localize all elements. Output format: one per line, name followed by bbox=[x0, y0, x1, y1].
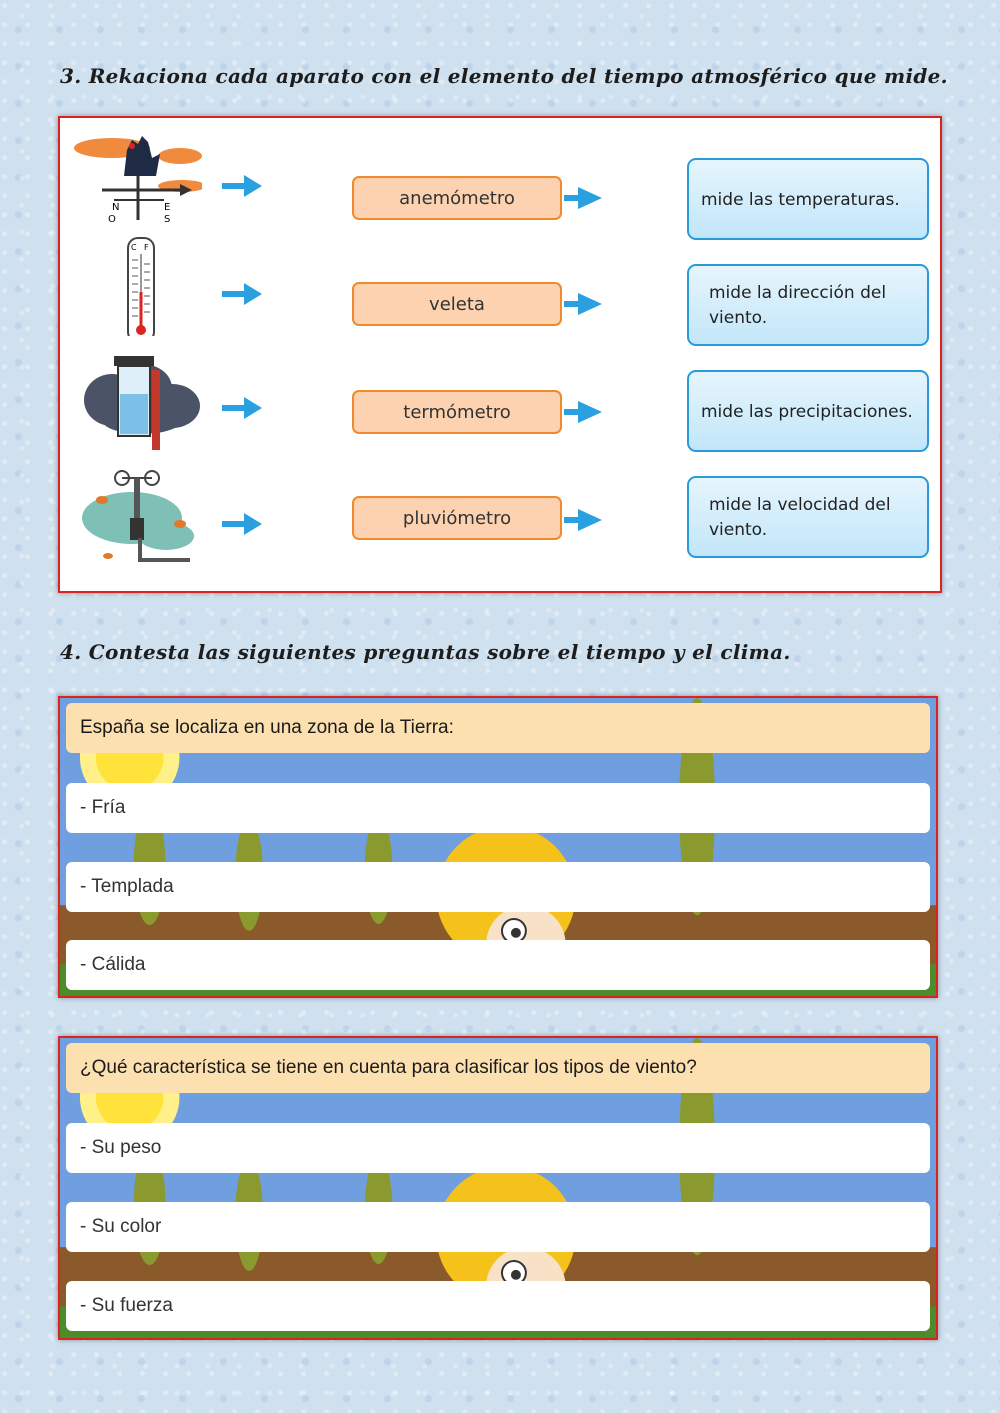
answer-option-su-color[interactable]: - Su color bbox=[66, 1202, 930, 1252]
quiz-question: ¿Qué característica se tiene en cuenta p… bbox=[66, 1043, 930, 1093]
arrow-icon bbox=[564, 401, 602, 423]
arrow-icon bbox=[564, 293, 602, 315]
quiz-question: España se localiza en una zona de la Tie… bbox=[66, 703, 930, 753]
arrow-icon bbox=[222, 397, 262, 419]
arrow-icon bbox=[222, 283, 262, 305]
arrow-icon bbox=[222, 175, 262, 197]
arrow-icon bbox=[564, 187, 602, 209]
device-card-pluviometro[interactable]: pluviómetro bbox=[352, 496, 562, 540]
matching-row: termómetro mide las precipitaciones. bbox=[60, 350, 940, 452]
rain-gauge-icon bbox=[84, 356, 200, 450]
exercise-4-heading: 4. Contesta las siguientes preguntas sob… bbox=[60, 640, 791, 664]
matching-row: N O E S anemómetro mide las temperaturas… bbox=[60, 128, 940, 240]
meaning-card-wind-speed[interactable]: mide la velocidad del viento. bbox=[687, 476, 929, 558]
celsius-label: C bbox=[131, 243, 137, 252]
arrow-icon bbox=[564, 509, 602, 531]
compass-south: S bbox=[164, 214, 170, 225]
matching-row: pluviómetro mide la velocidad del viento… bbox=[60, 466, 940, 566]
meaning-card-temperatures[interactable]: mide las temperaturas. bbox=[687, 158, 929, 240]
meaning-card-wind-direction[interactable]: mide la dirección del viento. bbox=[687, 264, 929, 346]
arrow-icon bbox=[222, 513, 262, 535]
fahrenheit-label: F bbox=[144, 243, 149, 252]
answer-option-su-fuerza[interactable]: - Su fuerza bbox=[66, 1281, 930, 1331]
compass-west: O bbox=[108, 214, 116, 225]
matching-row: C F veleta mide la dirección del viento. bbox=[60, 236, 940, 346]
meaning-card-precipitation[interactable]: mide las precipitaciones. bbox=[687, 370, 929, 452]
thermometer-icon: C F bbox=[127, 237, 155, 336]
compass-north: N bbox=[112, 202, 119, 213]
exercise-3-heading: 3. Rekaciona cada aparato con el element… bbox=[60, 64, 948, 88]
anemometer-icon bbox=[82, 470, 194, 562]
answer-option-su-peso[interactable]: - Su peso bbox=[66, 1123, 930, 1173]
quiz-panel: ¿Qué característica se tiene en cuenta p… bbox=[58, 1036, 938, 1340]
device-card-anemometro[interactable]: anemómetro bbox=[352, 176, 562, 220]
answer-option-calida[interactable]: - Cálida bbox=[66, 940, 930, 990]
compass-east: E bbox=[164, 202, 170, 213]
quiz-panel: España se localiza en una zona de la Tie… bbox=[58, 696, 938, 998]
answer-option-templada[interactable]: - Templada bbox=[66, 862, 930, 912]
answer-option-fria[interactable]: - Fría bbox=[66, 783, 930, 833]
weather-vane-icon: N O E S bbox=[74, 136, 202, 225]
matching-exercise-panel: N O E S anemómetro mide las temperaturas… bbox=[58, 116, 942, 593]
device-card-veleta[interactable]: veleta bbox=[352, 282, 562, 326]
device-card-termometro[interactable]: termómetro bbox=[352, 390, 562, 434]
